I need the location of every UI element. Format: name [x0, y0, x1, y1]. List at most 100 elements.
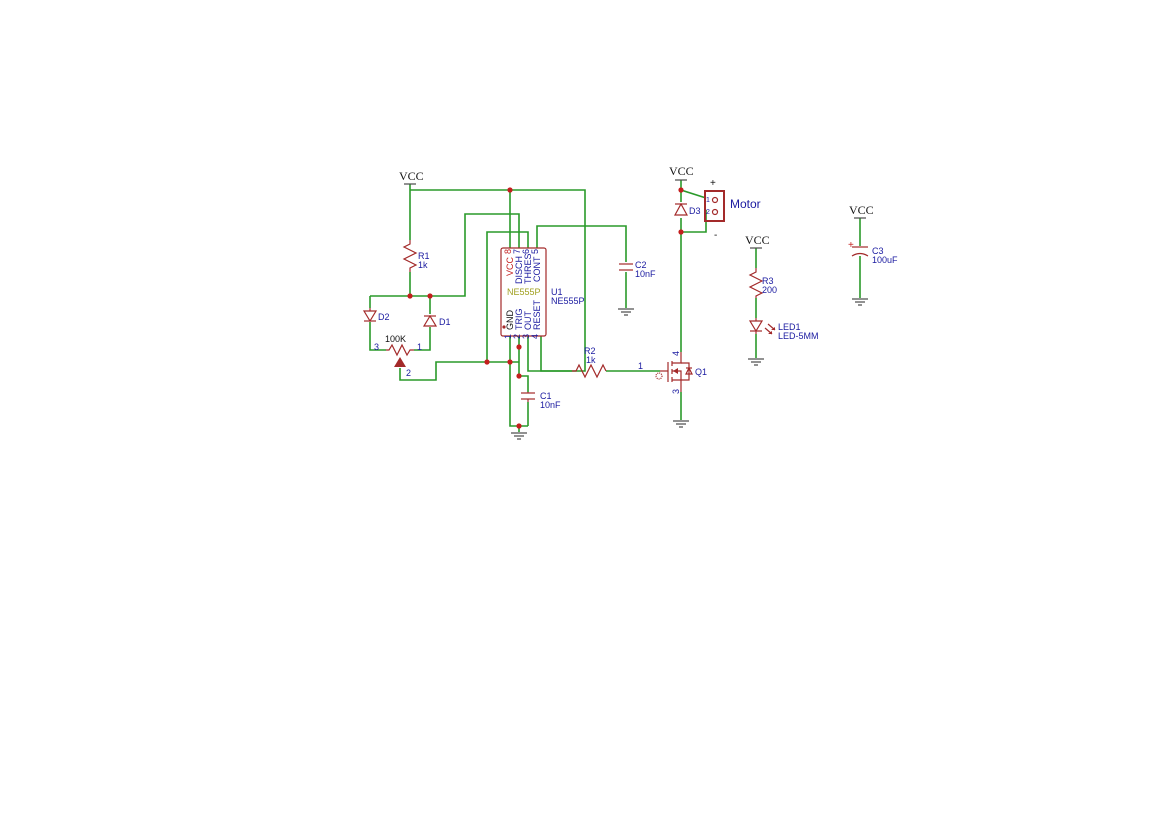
junction-dot — [407, 293, 413, 299]
junction-dot — [516, 423, 522, 429]
r3-value: 200 — [762, 285, 777, 295]
r1-value: 1k — [418, 260, 428, 270]
pot-value: 100K — [385, 334, 406, 344]
wire-gnd-pin1 — [509, 336, 528, 427]
wire-vcc-rail — [410, 189, 586, 372]
vcc-symbol-r1: VCC — [399, 169, 424, 185]
capacitor-c2[interactable]: C2 10nF — [619, 260, 656, 279]
diode-d1[interactable]: D1 — [422, 314, 451, 327]
vcc-label: VCC — [745, 233, 770, 247]
u1-pin-number: 8 — [503, 249, 513, 254]
junction-dot — [484, 359, 490, 365]
u1-pin-number: 3 — [521, 334, 531, 339]
diode-d3[interactable]: D3 — [673, 202, 701, 216]
potentiometer[interactable]: 100K 3 1 2 — [374, 334, 422, 378]
junction-dot — [678, 229, 684, 235]
d1-ref: D1 — [439, 317, 451, 327]
wire-d1-pot — [414, 327, 431, 351]
motor-pin2: 2 — [706, 209, 710, 216]
vcc-label: VCC — [669, 164, 694, 178]
wire-cont-c2 — [536, 225, 627, 262]
vcc-label: VCC — [399, 169, 424, 183]
capacitor-c1[interactable]: C1 10nF — [521, 391, 561, 410]
resistor-r1[interactable]: R1 1k — [402, 240, 430, 272]
ground-symbol-led — [748, 358, 764, 366]
u1-pin-name: VCC — [505, 256, 515, 276]
d3-ref: D3 — [689, 206, 701, 216]
wire-d2-pot — [369, 322, 386, 351]
mosfet-q1[interactable]: 4 3 Q1 — [655, 351, 707, 394]
wires — [369, 180, 861, 432]
d2-ref: D2 — [378, 312, 390, 322]
pot-pin2: 2 — [406, 368, 411, 378]
pot-pin1: 1 — [417, 342, 422, 352]
resistor-r2[interactable]: R2 1k 1 — [572, 346, 643, 379]
u1-pin-name: OUT — [523, 311, 533, 331]
u1-pin-number: 1 — [503, 334, 513, 339]
led-led1[interactable]: LED1 LED-5MM — [748, 318, 819, 341]
c1-ref: C1 — [540, 391, 552, 401]
ground-symbol-c2 — [618, 308, 634, 316]
motor-plus: + — [710, 178, 716, 189]
vcc-symbol-motor: VCC — [669, 164, 694, 181]
junction-dot — [427, 293, 433, 299]
resistor-r3[interactable]: R3 200 — [748, 268, 777, 298]
r1-ref: R1 — [418, 251, 430, 261]
q1-pin-drain: 4 — [671, 351, 681, 356]
c3-ref: C3 — [872, 246, 884, 256]
wire-vcc-motor — [680, 180, 707, 199]
diode-d2[interactable]: D2 — [362, 308, 390, 323]
ic-u1[interactable]: VCC DISCH THRES CONT 8 7 6 5 GND TRIG OU… — [500, 247, 585, 339]
pot-pin3: 3 — [374, 342, 379, 352]
junction-dot — [516, 344, 522, 350]
vcc-symbol-c3: VCC — [849, 203, 874, 219]
vcc-symbol-r3: VCC — [745, 233, 770, 249]
c2-ref: C2 — [635, 260, 647, 270]
q1-ref: Q1 — [695, 367, 707, 377]
wire-disch — [370, 213, 520, 297]
u1-pin-number: 7 — [512, 249, 522, 254]
u1-inner-label: NE555P — [507, 287, 541, 297]
c3-value: 100uF — [872, 255, 898, 265]
motor-label: Motor — [730, 197, 761, 211]
junction-dot — [507, 359, 513, 365]
r3-ref: R3 — [762, 276, 774, 286]
r2-gate-pin: 1 — [638, 361, 643, 371]
pot-wiper-arrow — [394, 357, 406, 367]
wire-out-r2 — [527, 336, 572, 372]
u1-pin-name: CONT — [532, 256, 542, 282]
junction-dot — [516, 373, 522, 379]
junction-dot — [678, 187, 684, 193]
c2-value: 10nF — [635, 269, 656, 279]
u1-pin-name: RESET — [532, 299, 542, 330]
u1-pin-name: DISCH — [514, 256, 524, 284]
u1-pin-number: 4 — [530, 334, 540, 339]
motor-connector[interactable]: 1 2 + - Motor — [704, 178, 761, 241]
u1-value: NE555P — [551, 296, 585, 306]
u1-pin-name: TRIG — [514, 309, 524, 331]
led1-ref: LED1 — [778, 322, 801, 332]
u1-pin-number: 6 — [521, 249, 531, 254]
wire-thres — [486, 231, 529, 362]
r2-ref: R2 — [584, 346, 596, 356]
u1-ref: U1 — [551, 287, 563, 297]
c1-value: 10nF — [540, 400, 561, 410]
junctions — [407, 187, 684, 429]
u1-pin-number: 5 — [530, 249, 540, 254]
led1-value: LED-5MM — [778, 331, 819, 341]
q1-pin-source: 3 — [671, 389, 681, 394]
u1-pin-name: THRES — [523, 253, 533, 284]
junction-dot — [507, 187, 513, 193]
capacitor-c3[interactable]: + C3 100uF — [848, 240, 898, 265]
wire-c1-top — [518, 362, 529, 392]
ground-symbol-q1 — [673, 420, 689, 428]
vcc-label: VCC — [849, 203, 874, 217]
r2-value: 1k — [586, 355, 596, 365]
wire-wiper — [399, 361, 519, 381]
motor-pin1: 1 — [706, 197, 710, 204]
u1-pin-number: 2 — [512, 334, 522, 339]
ground-symbol-c1 — [511, 432, 527, 440]
u1-pin-name: GND — [505, 310, 515, 331]
motor-minus: - — [714, 230, 717, 241]
